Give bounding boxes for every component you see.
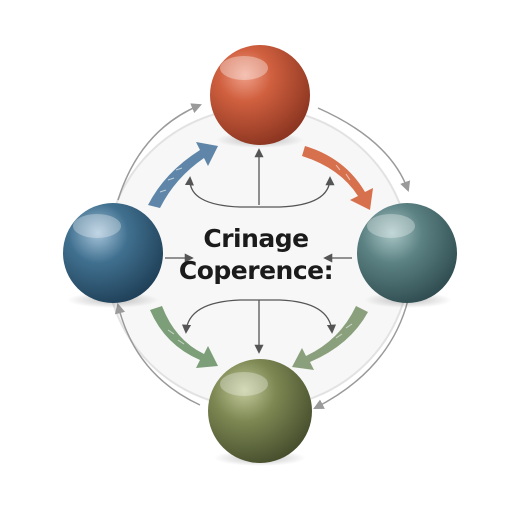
- ribbon-arrow-top-left: [148, 142, 218, 208]
- outer-arc-bottom-left: [114, 302, 201, 406]
- outer-arc-top-right: [317, 107, 411, 192]
- node-top-sphere: [210, 45, 310, 145]
- inner-arrow-top-bracket: [184, 176, 335, 208]
- center-title-line1: Crinage: [203, 224, 309, 253]
- node-left-sphere: [63, 203, 163, 303]
- outer-arc-top-left: [117, 103, 202, 201]
- inner-arrow-bottom-bracket: [181, 299, 337, 334]
- ribbon-arrow-top-right: [302, 146, 373, 210]
- ribbon-arrow-bottom-left: [150, 306, 218, 368]
- ribbon-arrow-bottom-right: [292, 306, 368, 370]
- node-right-sphere: [357, 203, 457, 303]
- outer-arc-bottom-right: [313, 299, 409, 409]
- center-title-line2: Coperence:: [178, 256, 334, 285]
- ribbon-marks: [159, 164, 353, 345]
- node-bottom-sphere: [208, 359, 312, 463]
